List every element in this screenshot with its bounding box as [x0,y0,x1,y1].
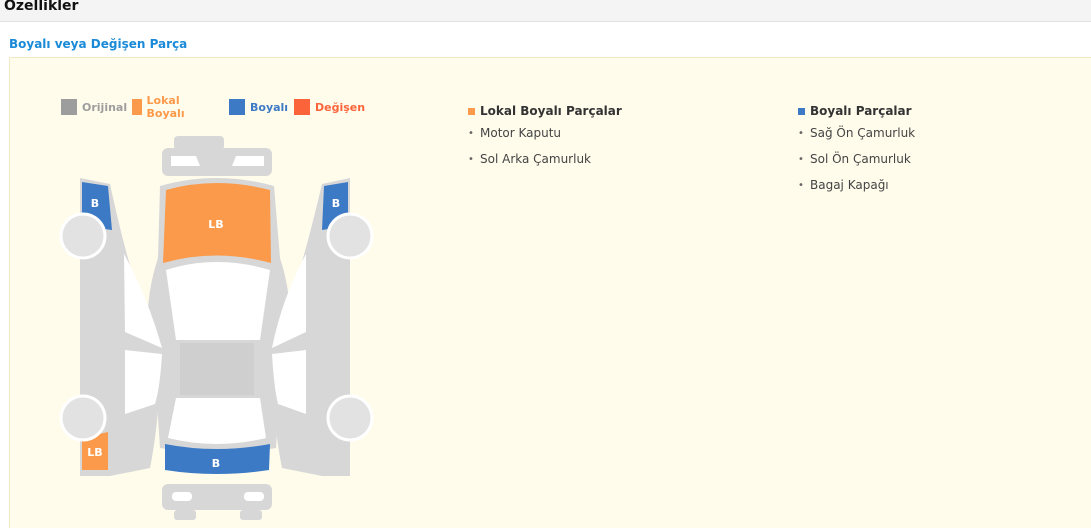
list-item: • Sağ Ön Çamurluk [798,120,915,146]
list-item: • Bagaj Kapağı [798,172,915,198]
left-window-front [124,254,162,348]
wheel-front-left [59,212,107,260]
rear-tab-right [240,510,262,520]
front-headlight-left [171,156,200,166]
legend-swatch-painted [229,99,245,115]
local-painted-marker [468,107,475,115]
bullet-icon: • [798,153,804,165]
list-item: • Sol Ön Çamurluk [798,146,915,172]
list-item-label: Sağ Ön Çamurluk [810,126,916,140]
left-window-rear [125,350,162,414]
list-item: • Motor Kaputu [468,120,622,146]
painted-heading: Boyalı Parçalar [798,102,915,120]
local-painted-heading: Lokal Boyalı Parçalar [468,102,622,120]
trunk-code: B [212,457,220,470]
wheel-rear-right [326,394,374,442]
front-headlight-right [232,156,264,166]
legend-swatch-local-painted [132,99,142,115]
right-window-rear [272,350,306,414]
hood-part [163,183,271,263]
list-item-label: Bagaj Kapağı [810,178,889,192]
front-top-tab-left [174,136,224,150]
front-bumper [162,148,272,176]
rear-left-fender-part [82,432,108,470]
rear-bumper [162,484,272,510]
painted-marker [798,107,805,115]
car-diagram: LB B B LB B [59,136,374,520]
trunk-part [165,444,270,474]
rear-light-right [244,492,264,501]
front-left-fender-code: B [91,197,99,210]
legend-swatch-original [61,99,77,115]
legend-label-local-painted: Lokal Boyalı [146,94,185,120]
damage-panel: Orijinal Lokal Boyalı Boyalı Değişen LB [9,57,1091,528]
legend-item-original: Orijinal [61,98,127,116]
list-item: • Sol Arka Çamurluk [468,146,622,172]
local-painted-heading-text: Lokal Boyalı Parçalar [480,104,622,118]
legend-item-local-painted: Lokal Boyalı [132,94,191,120]
page-header: Özellikler [0,0,1091,22]
legend-item-changed: Değişen [294,98,365,116]
bullet-icon: • [798,179,804,191]
wheel-front-right [326,212,374,260]
right-window-front [272,254,306,348]
wheel-rear-left [59,394,107,442]
local-painted-list: Lokal Boyalı Parçalar • Motor Kaputu • S… [468,102,622,172]
rear-tab-left [174,510,196,520]
bullet-icon: • [798,127,804,139]
legend-label-changed: Değişen [315,100,366,114]
legend-swatch-changed [294,99,310,115]
list-item-label: Sol Arka Çamurluk [480,152,592,166]
legend-label-painted: Boyalı [250,100,289,114]
hood-code: LB [208,218,223,231]
bullet-icon: • [468,127,474,139]
list-item-label: Sol Ön Çamurluk [810,152,911,166]
list-item-label: Motor Kaputu [480,126,562,140]
front-right-fender-code: B [332,197,340,210]
legend-label-original: Orijinal [82,100,128,114]
rear-window [168,398,266,444]
rear-light-left [172,492,192,501]
roof [180,343,254,395]
rear-left-fender-code: LB [87,446,102,459]
painted-heading-text: Boyalı Parçalar [810,104,912,118]
windshield [166,262,270,340]
page-title: Özellikler [4,0,79,14]
legend-item-painted: Boyalı [229,98,288,116]
section-title: Boyalı veya Değişen Parça [9,37,188,51]
bullet-icon: • [468,153,474,165]
painted-list: Boyalı Parçalar • Sağ Ön Çamurluk • Sol … [798,102,915,198]
